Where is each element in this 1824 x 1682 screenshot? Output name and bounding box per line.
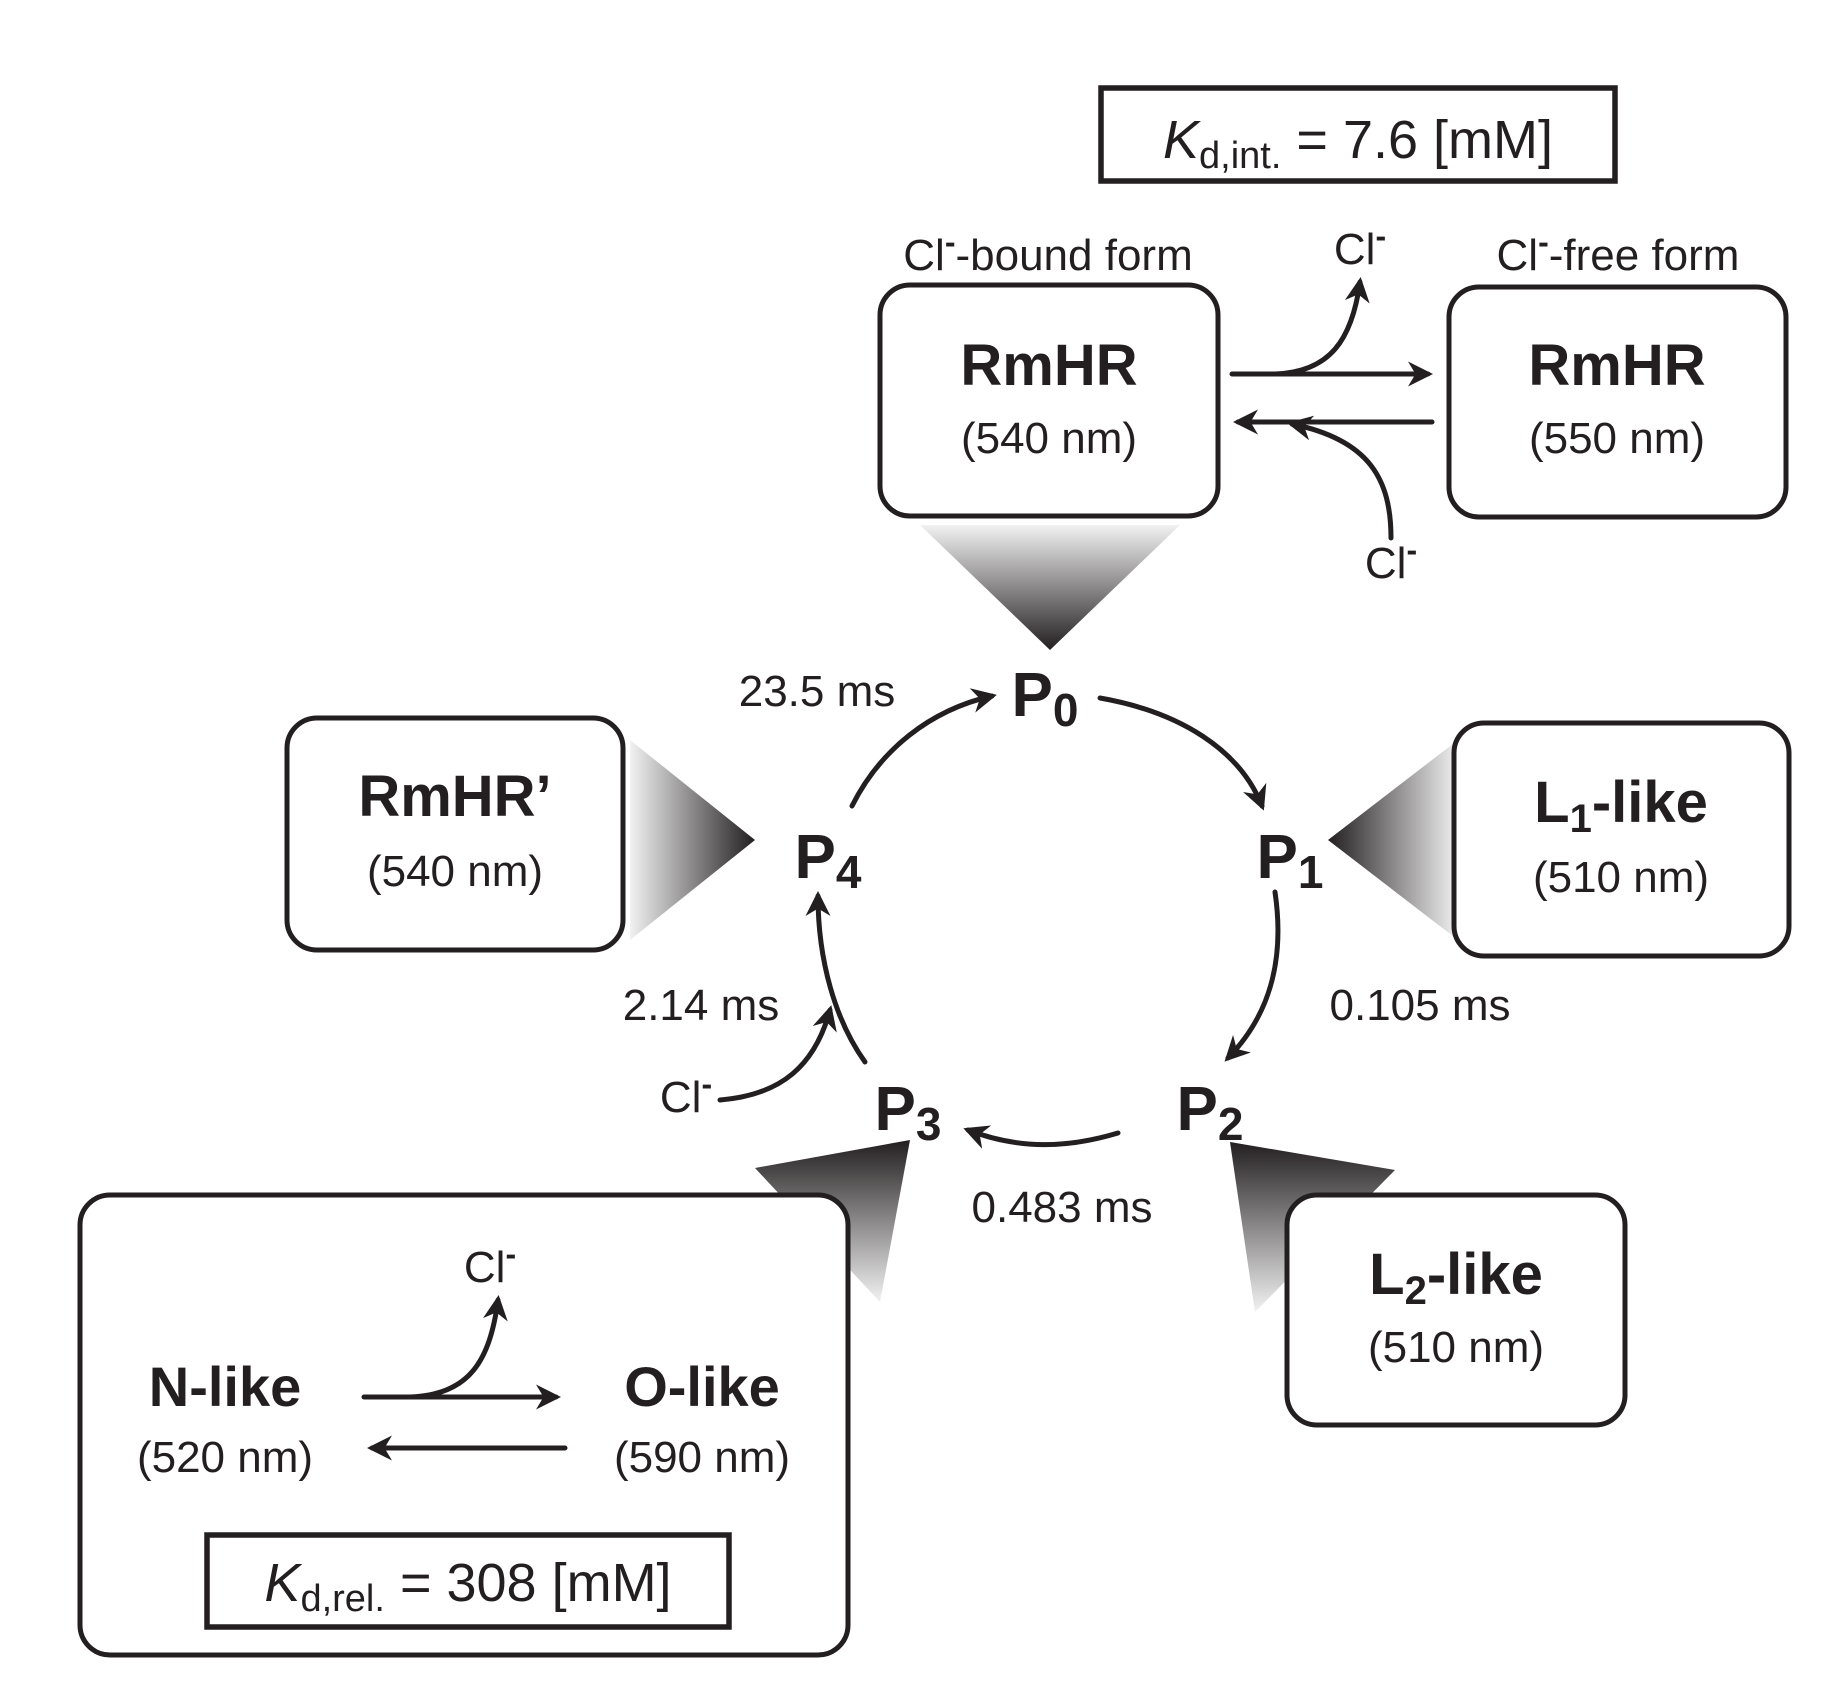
svg-text:Kd,rel. = 308 [mM]: Kd,rel. = 308 [mM] xyxy=(264,1553,671,1620)
n-like-name: N-like xyxy=(149,1355,302,1418)
kd-rel-subscript: d,rel. xyxy=(300,1578,384,1620)
kd-int-symbol: K xyxy=(1163,110,1201,170)
kd-rel-symbol: K xyxy=(264,1553,302,1613)
uptake-cl-branch xyxy=(1287,415,1394,541)
kd-int-value: = 7.6 [mM] xyxy=(1281,110,1553,170)
cl-uptake-p3-p4 xyxy=(717,1005,837,1103)
cl-free-form-label: Cl--free form xyxy=(1497,224,1740,280)
connector-l1-p1 xyxy=(1328,740,1458,940)
l2-like-wavelength: (510 nm) xyxy=(1368,1323,1544,1372)
connector-rmhr-prime-p4 xyxy=(630,740,755,940)
l1-like-box: L1-like (510 nm) xyxy=(1451,720,1792,959)
state-p0: P0 xyxy=(1012,661,1079,736)
n-like-wavelength: (520 nm) xyxy=(137,1433,313,1482)
rate-p2-p3: 0.483 ms xyxy=(972,1183,1153,1232)
rmhr-prime-box: RmHR’ (540 nm) xyxy=(284,715,626,953)
cl-taken-up-label: Cl- xyxy=(1365,532,1417,588)
state-p4: P4 xyxy=(795,823,862,898)
kd-rel-box xyxy=(204,1532,732,1630)
l1-like-wavelength: (510 nm) xyxy=(1533,853,1709,902)
arrow-p2-p3 xyxy=(963,1125,1121,1149)
arrow-p1-p2 xyxy=(1224,889,1281,1062)
connector-rmhr-p0 xyxy=(920,525,1180,650)
rmhr-bound-name: RmHR xyxy=(960,333,1137,398)
l2-like-box: L2-like (510 nm) xyxy=(1284,1192,1628,1428)
l1-like-name: L1-like xyxy=(1534,770,1708,841)
release-cl-branch xyxy=(1272,277,1370,377)
rmhr-free-box: RmHR (550 nm) xyxy=(1446,284,1789,520)
n-to-o-cl-branch xyxy=(407,1295,508,1400)
state-p2: P2 xyxy=(1177,1075,1244,1150)
l2-like-name: L2-like xyxy=(1369,1242,1543,1313)
rate-p3-p4: 2.14 ms xyxy=(623,981,780,1030)
n-o-equilibrium-box: N-like (520 nm) O-like (590 nm) Cl- Kd,r… xyxy=(77,1192,851,1658)
rmhr-bound-wavelength: (540 nm) xyxy=(961,414,1137,463)
rmhr-free-name: RmHR xyxy=(1528,333,1705,398)
o-like-wavelength: (590 nm) xyxy=(614,1433,790,1482)
state-p1: P1 xyxy=(1257,823,1324,898)
svg-text:Kd,int. = 7.6 [mM]: Kd,int. = 7.6 [mM] xyxy=(1163,110,1553,177)
rmhr-prime-wavelength: (540 nm) xyxy=(367,847,543,896)
rmhr-prime-name: RmHR’ xyxy=(358,764,551,829)
kd-int-box: Kd,int. = 7.6 [mM] xyxy=(1098,85,1618,184)
cl-p3-p4-label: Cl- xyxy=(660,1066,712,1122)
cl-bound-form-label: Cl--bound form xyxy=(903,224,1192,280)
rate-p1-p2: 0.105 ms xyxy=(1330,981,1511,1030)
rmhr-free-wavelength: (550 nm) xyxy=(1529,414,1705,463)
o-like-name: O-like xyxy=(624,1355,780,1418)
cl-released-label: Cl- xyxy=(1334,218,1386,274)
rate-p4-p0: 23.5 ms xyxy=(739,667,896,716)
rmhr-bound-box: RmHR (540 nm) xyxy=(877,282,1221,519)
cl-n-o-label: Cl- xyxy=(464,1236,516,1292)
state-p3: P3 xyxy=(875,1075,942,1150)
kd-rel-value: = 308 [mM] xyxy=(385,1553,672,1613)
arrow-p0-p1 xyxy=(1097,695,1267,811)
arrow-p3-p4 xyxy=(805,891,868,1065)
arrow-p4-p0 xyxy=(849,688,997,809)
kd-int-subscript: d,int. xyxy=(1199,135,1281,177)
